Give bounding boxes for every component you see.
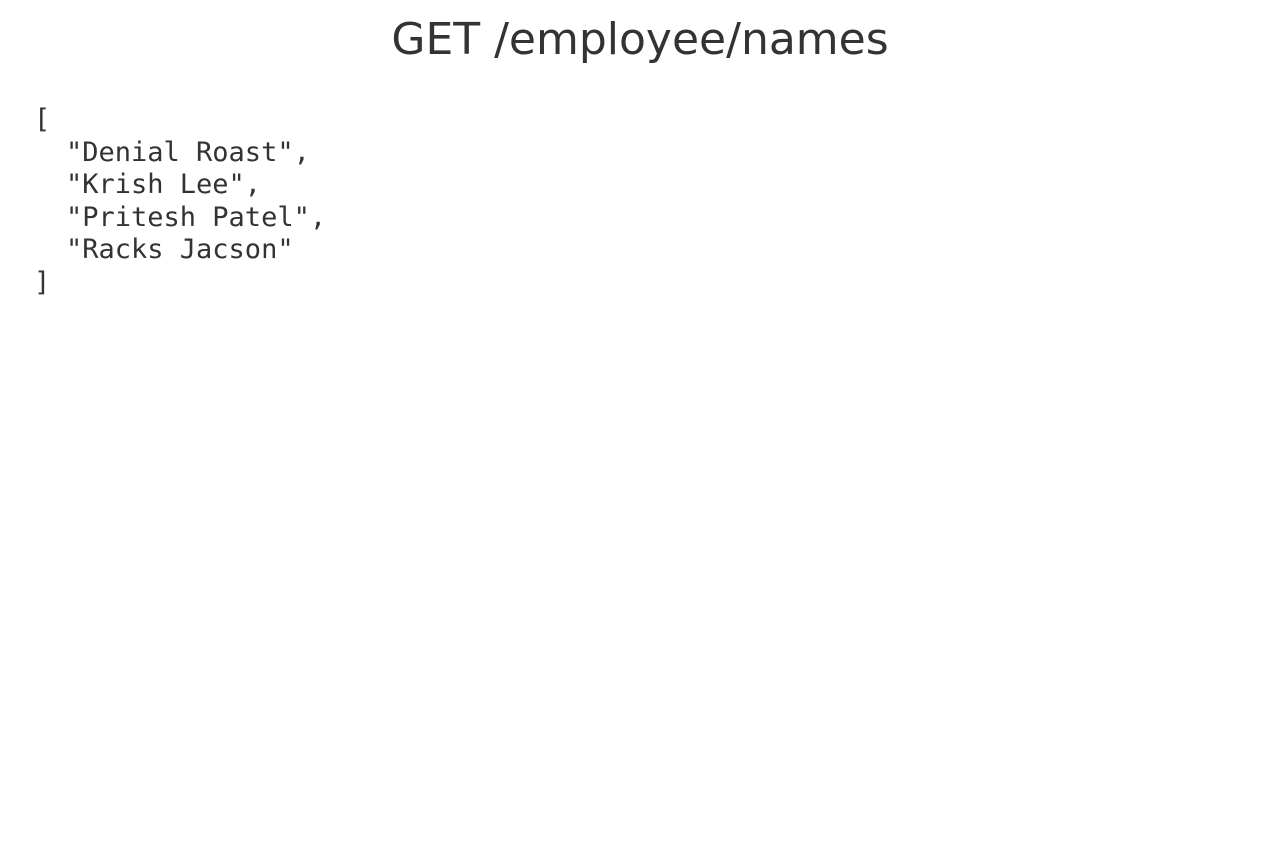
- json-open-bracket: [: [34, 104, 51, 135]
- json-close-bracket: ]: [34, 266, 51, 298]
- json-array-item: "Denial Roast",: [66, 136, 310, 168]
- json-array-item: "Racks Jacson": [66, 234, 294, 265]
- page-title: GET /employee/names: [391, 14, 889, 65]
- json-response: [ "Denial Roast", "Krish Lee", "Pritesh …: [34, 104, 326, 299]
- json-array-item: "Pritesh Patel",: [66, 201, 327, 233]
- json-array-item: "Krish Lee",: [66, 169, 262, 200]
